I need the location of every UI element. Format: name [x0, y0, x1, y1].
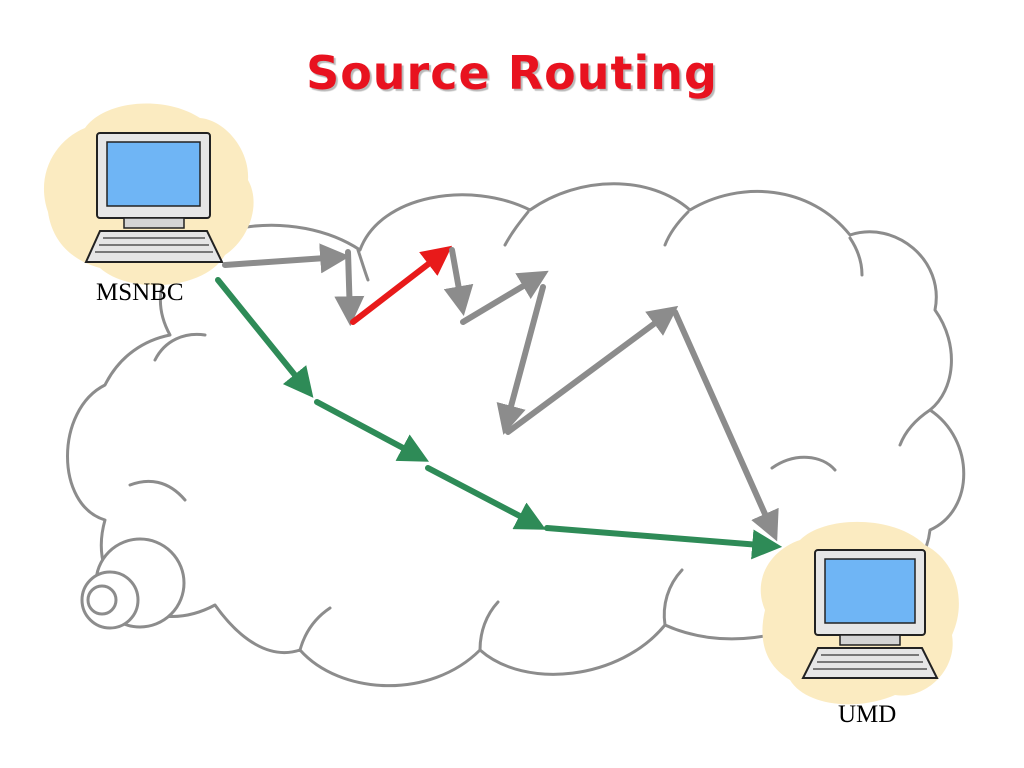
cloud-puff-arc — [298, 606, 332, 652]
source-route-hop — [334, 249, 365, 327]
source-route — [222, 243, 779, 542]
cloud-puff-arc — [663, 210, 690, 247]
source-host-label: MSNBC — [96, 279, 184, 306]
destination-host-label: UMD — [838, 701, 897, 728]
computer-icon — [801, 549, 939, 679]
default-route-hop — [314, 399, 429, 462]
default-route-hop — [425, 465, 547, 530]
source-host — [43, 103, 254, 286]
destination-host — [760, 521, 959, 705]
computer-icon — [84, 132, 224, 263]
source-route-hop — [443, 247, 474, 317]
thought-bubbles — [80, 537, 186, 630]
highlighted-route-hop — [350, 245, 453, 325]
source-route-hop — [460, 270, 549, 325]
source-route-hop — [505, 305, 679, 435]
source-route-hop — [496, 284, 546, 435]
default-route-hop — [544, 525, 783, 560]
cloud-puff-arc — [898, 408, 932, 447]
cloud-puff-arc — [770, 455, 837, 472]
default-route-hop — [215, 277, 314, 398]
slide-title: Source Routing — [306, 46, 718, 100]
cloud-puff-arc — [128, 479, 187, 502]
source-route-hop — [222, 243, 351, 274]
cloud-puff-arc — [503, 210, 530, 247]
cloud-puff-arc — [478, 600, 500, 652]
default-route — [215, 277, 783, 560]
cloud-puff-arc — [848, 236, 864, 277]
cloud-puff-arc — [662, 568, 684, 627]
cloud-puff-arc — [153, 332, 207, 362]
source-route-hop — [672, 309, 779, 542]
thought-bubble-small — [86, 584, 118, 616]
cloud-puff-arc — [356, 248, 370, 282]
